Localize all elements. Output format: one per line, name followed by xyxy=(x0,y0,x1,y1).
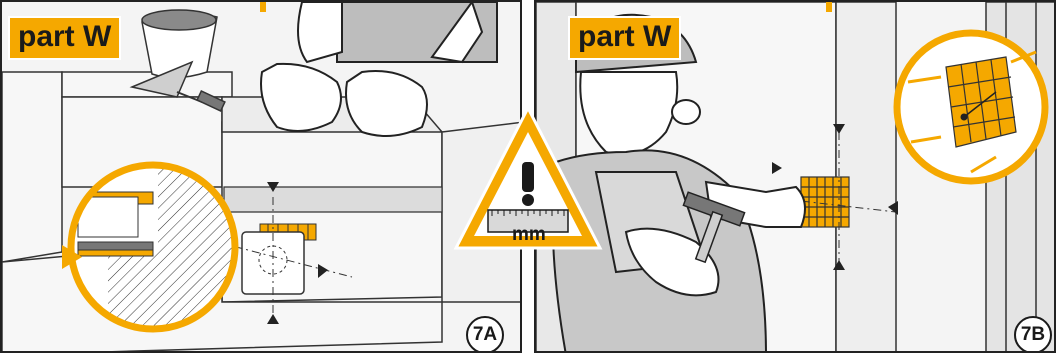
step-badge-7a: 7A xyxy=(466,316,504,353)
part-label: part W xyxy=(568,16,681,60)
step-badge-7b: 7B xyxy=(1014,316,1052,353)
part-label: part W xyxy=(8,16,121,60)
detail-callout-7a xyxy=(48,137,268,353)
panel-7a: part W 7A xyxy=(0,0,522,353)
unit-label: mm xyxy=(512,224,546,246)
detail-callout-7b xyxy=(886,22,1056,192)
panel-7b: part W 7B xyxy=(534,0,1056,353)
